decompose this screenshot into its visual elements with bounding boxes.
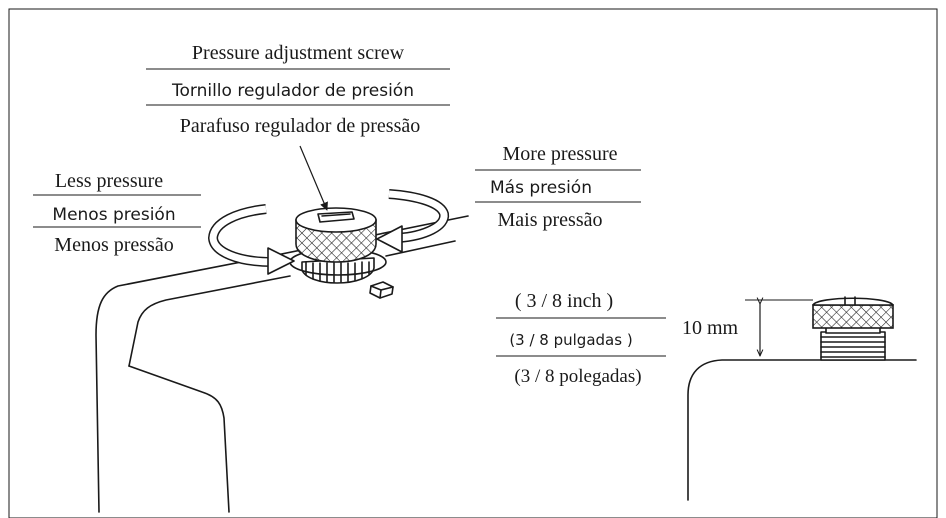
screw-leader-line (299, 145, 328, 211)
less-pressure-arrow (207, 204, 295, 275)
machine-body-side-view (687, 359, 917, 501)
figure-frame (8, 8, 938, 518)
screw-label-es: Tornillo regulador de presión (171, 81, 414, 101)
less-pressure-label-es: Menos presión (52, 205, 175, 225)
less-pressure-label-en: Less pressure (55, 170, 163, 192)
more-pressure-label-en: More pressure (503, 143, 618, 165)
screw-label-en: Pressure adjustment screw (192, 42, 405, 64)
lock-nut-block (369, 281, 394, 299)
height-dimension (745, 300, 813, 356)
less-pressure-label-pt: Menos pressão (54, 234, 173, 256)
pressure-adjustment-screw (289, 207, 387, 284)
dimension-label-block: ( 3 / 8 inch ) (3 / 8 pulgadas ) (3 / 8 … (496, 290, 666, 387)
more-pressure-arrow (376, 189, 449, 253)
dimension-label-pt: (3 / 8 polegadas) (514, 366, 641, 387)
more-pressure-label-pt: Mais pressão (498, 209, 603, 231)
dimension-label-en: ( 3 / 8 inch ) (515, 290, 613, 312)
screw-label-pt: Parafuso regulador de pressão (180, 115, 420, 137)
less-pressure-label-block: Less pressure Menos presión Menos pressã… (33, 170, 201, 256)
dimension-label-es: (3 / 8 pulgadas ) (509, 331, 632, 349)
dimension-mm-value: 10 mm (682, 317, 739, 339)
screw-side-view (812, 296, 894, 361)
screw-label-block: Pressure adjustment screw Tornillo regul… (146, 42, 450, 137)
machine-body-outline (95, 215, 469, 513)
more-pressure-label-block: More pressure Más presión Mais pressão (475, 143, 641, 231)
more-pressure-label-es: Más presión (490, 178, 592, 198)
